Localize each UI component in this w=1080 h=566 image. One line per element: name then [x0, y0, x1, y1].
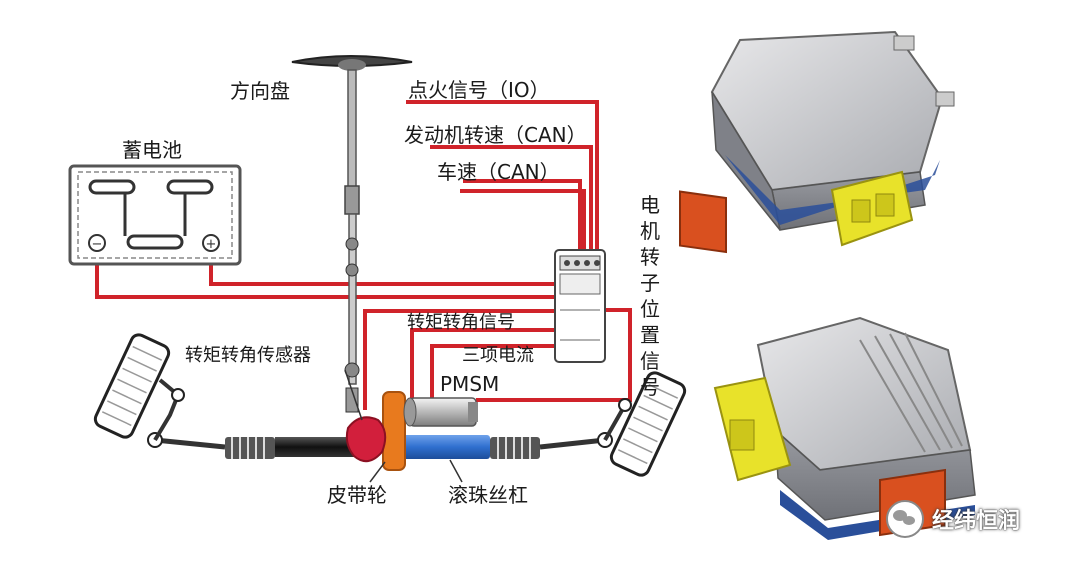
label-rotor-position: 电机转子位置信号 — [640, 193, 660, 399]
label-ball-screw: 滚珠丝杠 — [448, 483, 528, 507]
ecu-3d-bottom — [713, 316, 976, 540]
ball-screw-pointer — [449, 459, 463, 483]
svg-text:−: − — [92, 237, 103, 252]
label-steering-wheel: 方向盘 — [230, 79, 290, 103]
label-ignition-signal: 点火信号（IO） — [408, 78, 550, 102]
ecu-3d-top — [679, 30, 955, 254]
torque-angle-sensor — [345, 416, 387, 463]
label-torque-angle-signal: 转矩转角信号 — [407, 312, 515, 333]
steering-rack — [147, 398, 632, 459]
signal-wires — [95, 100, 632, 410]
label-pmsm: PMSM — [440, 372, 500, 396]
label-three-phase-current: 三项电流 — [462, 345, 534, 366]
ecu-controller — [554, 249, 606, 363]
label-vehicle-speed: 车速（CAN） — [437, 160, 560, 184]
steering-column — [291, 55, 413, 413]
label-torque-angle-sensor: 转矩转角传感器 — [185, 345, 311, 366]
label-engine-speed: 发动机转速（CAN） — [404, 123, 587, 147]
belt-wheel — [382, 391, 406, 471]
svg-text:+: + — [206, 237, 217, 252]
battery: − + — [68, 164, 242, 266]
label-battery: 蓄电池 — [122, 138, 182, 162]
watermark-text: 经纬恒润 — [932, 509, 1021, 534]
belt-pointer — [369, 461, 386, 483]
left-wheel — [93, 333, 185, 442]
pmsm-motor — [403, 397, 478, 427]
wechat-icon — [886, 500, 924, 538]
sensor-pointer — [344, 369, 363, 421]
right-wheel — [609, 371, 687, 477]
label-belt-wheel: 皮带轮 — [327, 483, 387, 507]
watermark: 经纬恒润 — [886, 500, 1020, 538]
